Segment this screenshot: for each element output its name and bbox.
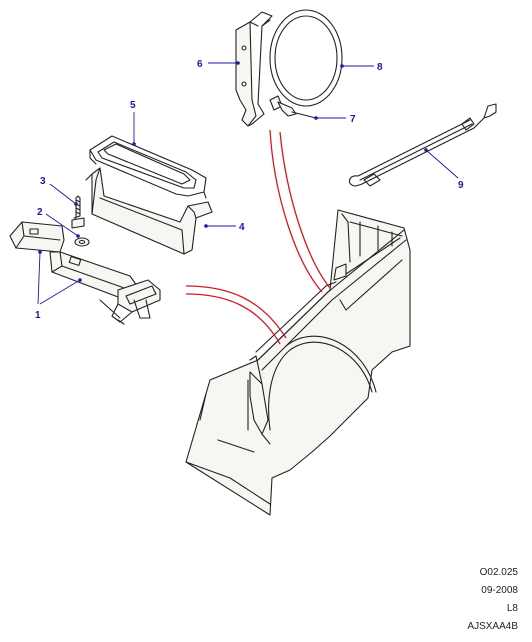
connector-lines xyxy=(185,129,331,345)
connector-4 xyxy=(279,131,331,289)
callout-8: 8 xyxy=(377,62,383,73)
callout-1: 1 xyxy=(35,310,41,321)
part-9-lanyard xyxy=(348,103,497,187)
connector-1 xyxy=(185,285,287,339)
body-side-panel xyxy=(185,209,411,516)
callout-2: 2 xyxy=(37,207,43,218)
connector-2 xyxy=(185,293,281,345)
callouts: 1 2 3 4 5 6 7 8 9 xyxy=(35,59,464,321)
part-7-stud xyxy=(269,95,317,119)
callout-5: 5 xyxy=(130,100,136,111)
part-2-washer xyxy=(74,237,90,247)
illustration-id: AJSXAA4B xyxy=(467,621,518,632)
drawing-code: O02.025 xyxy=(479,567,518,578)
callout-6: 6 xyxy=(197,59,203,70)
drawing-date: 09-2008 xyxy=(481,585,518,596)
part-8-ring xyxy=(269,9,343,107)
connector-3 xyxy=(269,129,323,293)
callout-3: 3 xyxy=(40,176,46,187)
part-6-bracket xyxy=(235,11,273,127)
part-3-bolt xyxy=(71,195,85,229)
model-code: L8 xyxy=(506,603,518,614)
callout-4: 4 xyxy=(239,222,245,233)
callout-9: 9 xyxy=(458,180,464,191)
part-5-retaining-frame xyxy=(89,135,207,199)
part-4-u-bracket xyxy=(85,167,213,255)
drawing-reference-block: O02.025 09-2008 L8 AJSXAA4B xyxy=(467,564,518,636)
part-1-strap-bracket xyxy=(9,221,161,325)
callout-7: 7 xyxy=(350,114,356,125)
